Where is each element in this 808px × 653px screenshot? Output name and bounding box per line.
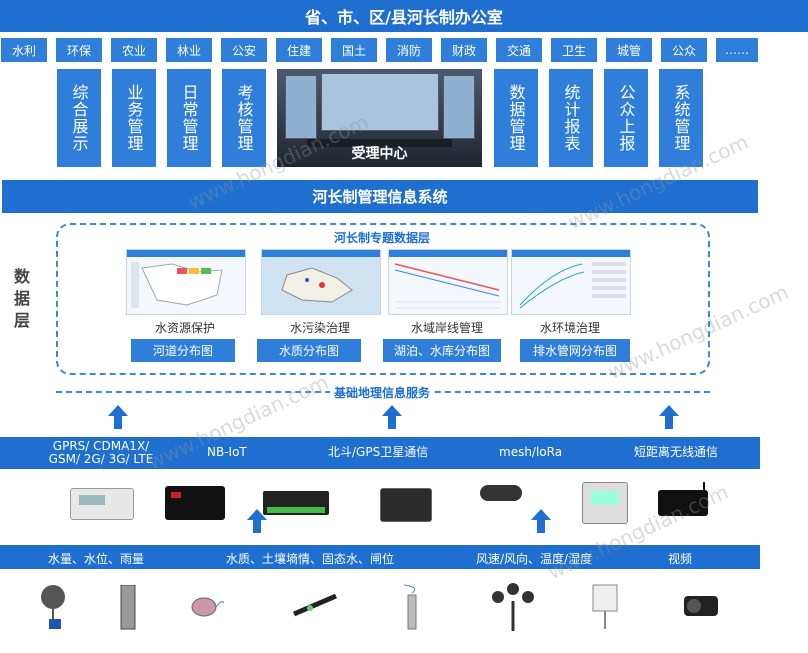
comm-mesh-lora: mesh/loRa (499, 445, 563, 459)
dept-tab-health[interactable]: 卫生 (551, 38, 597, 62)
sensor-water-quality: 水质、土壤墒情、固态水、闸位 (226, 552, 395, 566)
comm-satellite: 北斗/GPS卫星通信 (328, 445, 429, 459)
camera-icon (684, 596, 718, 616)
map-thumbnail-water-resources[interactable] (126, 249, 246, 315)
dept-tab-public[interactable]: 公众 (661, 38, 707, 62)
temp-humidity-sensor-icon (592, 584, 618, 629)
comm-nbiot: NB-IoT (207, 445, 247, 459)
up-arrow-icon (531, 509, 551, 533)
topic-data-title: 河长制专题数据层 (330, 229, 435, 246)
comm-cellular: GPRS/ CDMA1X/ GSM/ 2G/ 3G/ LTE (48, 439, 154, 466)
flow-sensor-icon (191, 597, 224, 617)
rtu-device (165, 486, 225, 520)
module-overview[interactable]: 综合展示 (57, 69, 101, 167)
up-arrow-icon (382, 405, 402, 429)
sensor-probe-device (480, 485, 522, 501)
dept-tab-transport[interactable]: 交通 (496, 38, 542, 62)
comm-short-range: 短距离无线通信 (634, 445, 719, 459)
dept-tab-finance[interactable]: 财政 (441, 38, 487, 62)
topic-caption: 水污染治理 (289, 321, 350, 335)
topic-caption: 水资源保护 (154, 321, 215, 335)
system-title-bar: 河长制管理信息系统 (2, 180, 758, 213)
dept-tab-environment[interactable]: 环保 (56, 38, 102, 62)
rain-gauge-icon (120, 585, 136, 630)
map-thumbnail-environment[interactable] (511, 249, 631, 315)
up-arrow-icon (247, 509, 267, 533)
topic-caption: 水环境治理 (539, 321, 600, 335)
page-title: 省、市、区/县河长制办公室 (0, 0, 808, 32)
dept-tab-water[interactable]: 水利 (1, 38, 47, 62)
anemometer-icon (492, 583, 534, 631)
antenna-icon (703, 482, 705, 494)
topic-caption: 水域岸线管理 (410, 321, 483, 335)
module-daily[interactable]: 日常管理 (167, 69, 211, 167)
module-public-report[interactable]: 公众上报 (604, 69, 648, 167)
up-arrow-icon (108, 405, 128, 429)
topic-data-frame (56, 223, 710, 375)
up-arrow-icon (659, 405, 679, 429)
sensor-weather: 风速/风向、温度/湿度 (476, 552, 593, 566)
geo-service-label: 基础地理信息服务 (330, 384, 435, 401)
io-module-device (263, 491, 329, 515)
sensor-hydrology: 水量、水位、雨量 (48, 552, 145, 566)
dept-tab-agriculture[interactable]: 农业 (111, 38, 157, 62)
gateway-device (380, 488, 432, 522)
sensor-video: 视频 (668, 552, 693, 566)
water-quality-map-button[interactable]: 水质分布图 (257, 339, 361, 362)
river-map-button[interactable]: 河道分布图 (131, 339, 235, 362)
center-label: 受理中心 (351, 146, 408, 162)
control-center-photo[interactable]: 受理中心 (277, 69, 482, 167)
terminal-device (582, 482, 628, 524)
data-layer-label: 数据层 (13, 267, 30, 330)
communication-bar: GPRS/ CDMA1X/ GSM/ 2G/ 3G/ LTE NB-IoT 北斗… (0, 437, 760, 469)
dept-tab-housing[interactable]: 住建 (276, 38, 322, 62)
soil-moisture-probe-icon (403, 584, 417, 630)
dept-tab-police[interactable]: 公安 (221, 38, 267, 62)
water-level-gauge-icon (41, 585, 65, 629)
module-business[interactable]: 业务管理 (112, 69, 156, 167)
module-data[interactable]: 数据管理 (494, 69, 538, 167)
dept-tab-land[interactable]: 国土 (331, 38, 377, 62)
dept-tab-more[interactable]: …… (716, 38, 758, 62)
lake-reservoir-map-button[interactable]: 湖泊、水库分布图 (383, 339, 501, 362)
map-thumbnail-shoreline[interactable] (388, 249, 508, 315)
dept-tab-fire[interactable]: 消防 (386, 38, 432, 62)
map-thumbnail-pollution[interactable] (261, 249, 381, 315)
module-assessment[interactable]: 考核管理 (222, 69, 266, 167)
dept-tab-forestry[interactable]: 林业 (166, 38, 212, 62)
drainage-map-button[interactable]: 排水管网分布图 (520, 339, 630, 362)
module-system[interactable]: 系统管理 (659, 69, 703, 167)
dept-tab-urban[interactable]: 城管 (606, 38, 652, 62)
router-device (658, 490, 708, 516)
water-quality-probe-icon (293, 593, 337, 617)
module-statistics[interactable]: 统计报表 (549, 69, 593, 167)
data-logger-device (70, 488, 134, 520)
sensor-bar: 水量、水位、雨量 水质、土壤墒情、固态水、闸位 风速/风向、温度/湿度 视频 (0, 545, 760, 569)
